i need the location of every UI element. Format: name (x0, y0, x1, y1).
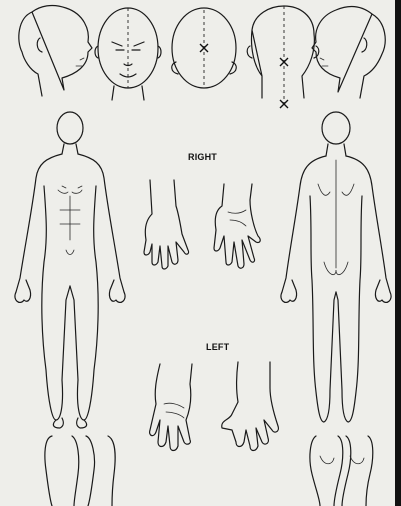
body-back (281, 112, 391, 422)
head-front (95, 8, 161, 100)
head-profile-right (312, 7, 385, 98)
feet-front (45, 436, 115, 506)
feet-back (310, 436, 373, 506)
label-left: LEFT (206, 342, 229, 352)
hand-left-palm (150, 364, 192, 451)
head-profile-left (19, 5, 92, 96)
body-front (15, 112, 125, 428)
head-top (172, 8, 237, 88)
hand-right-palm (214, 184, 260, 268)
head-back (247, 6, 319, 108)
hand-right-back (144, 180, 189, 269)
hand-left-back (222, 362, 279, 451)
label-right: RIGHT (188, 152, 217, 162)
